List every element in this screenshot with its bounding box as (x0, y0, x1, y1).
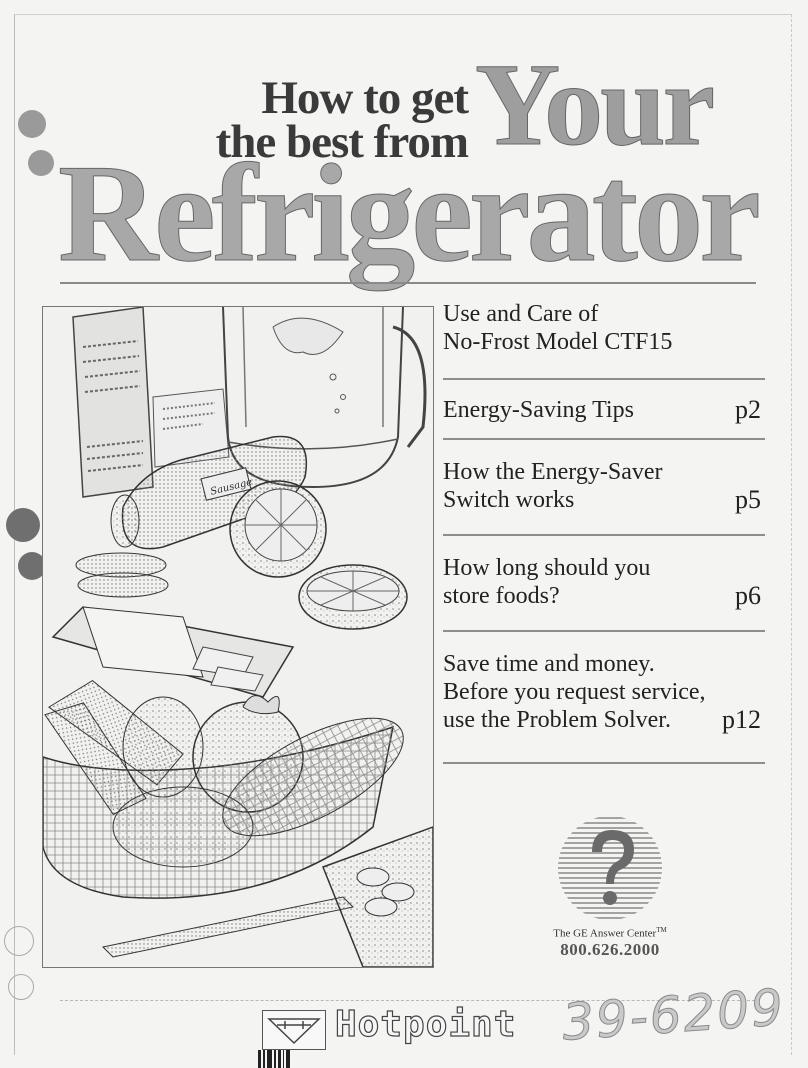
toc-divider (443, 378, 765, 380)
barcode-mark (258, 1050, 290, 1068)
toc-item-problem-solver: Save time and money. Before you request … (443, 650, 765, 734)
answer-center-phone: 800.626.2000 (560, 940, 660, 959)
binder-hole (18, 110, 46, 138)
toc-divider (443, 438, 765, 440)
toc-line: store foods? (443, 583, 560, 609)
toc-line: Save time and money. (443, 651, 655, 677)
binder-hole (28, 150, 54, 176)
binder-hole (8, 974, 34, 1000)
vegetable-basket-drawing (43, 680, 404, 958)
toc-line: Before you request service, (443, 679, 706, 705)
answer-center-label: The GE Answer CenterTM (550, 926, 670, 940)
food-illustration-drawing: Sausage (43, 307, 433, 967)
toc-item-use-and-care: Use and Care of No-Frost Model CTF15 (443, 300, 765, 356)
toc-item-store-foods: How long should you store foods? p6 (443, 554, 765, 610)
binder-hole (18, 552, 46, 580)
bottom-divider (60, 1000, 760, 1001)
binder-hole (4, 926, 34, 956)
question-mark-icon (558, 817, 662, 919)
toc-page-number: p2 (735, 395, 761, 424)
toc-divider (443, 534, 765, 536)
booklet-drawing (72, 307, 230, 498)
orange-drawing (229, 480, 408, 630)
sausage-slices-drawing (75, 552, 169, 598)
title-line-1: How to get (261, 72, 469, 124)
toc-line: Switch works (443, 487, 575, 513)
toc-divider (443, 630, 765, 632)
title-refrigerator: Refrigerator (58, 136, 762, 291)
food-illustration: Sausage (42, 306, 434, 968)
toc-line: How long should you (443, 555, 651, 581)
hotpoint-logo-icon (262, 1010, 326, 1050)
toc-line: How the Energy-Saver (443, 459, 663, 485)
toc-page-number: p6 (735, 581, 761, 610)
toc-page-number: p5 (735, 485, 761, 514)
toc-line: Use and Care of (443, 301, 599, 327)
toc-line: use the Problem Solver. (443, 707, 671, 733)
toc-divider (443, 762, 765, 764)
hotpoint-wordmark: Hotpoint (334, 1003, 517, 1045)
title-your: Your (474, 39, 715, 170)
toc-line: No-Frost Model CTF15 (443, 329, 673, 355)
binder-hole (6, 508, 40, 542)
toc-line: Energy-Saving Tips (443, 397, 634, 423)
title-line-2: the best from (215, 116, 469, 168)
butter-dish-drawing (51, 606, 295, 698)
toc-page-number: p12 (722, 705, 761, 734)
pitcher-drawing (222, 307, 427, 489)
toc-item-energy-saver-switch: How the Energy-Saver Switch works p5 (443, 458, 765, 514)
toc-item-energy-saving-tips: Energy-Saving Tips p2 (443, 396, 765, 424)
trademark-mark: TM (656, 926, 667, 934)
sausage-drawing: Sausage (110, 435, 307, 550)
title-divider (60, 282, 756, 284)
answer-center-label-text: The GE Answer Center (553, 927, 657, 940)
ge-answer-center: The GE Answer CenterTM 800.626.2000 (550, 812, 670, 959)
cutting-board-drawing (322, 826, 433, 967)
